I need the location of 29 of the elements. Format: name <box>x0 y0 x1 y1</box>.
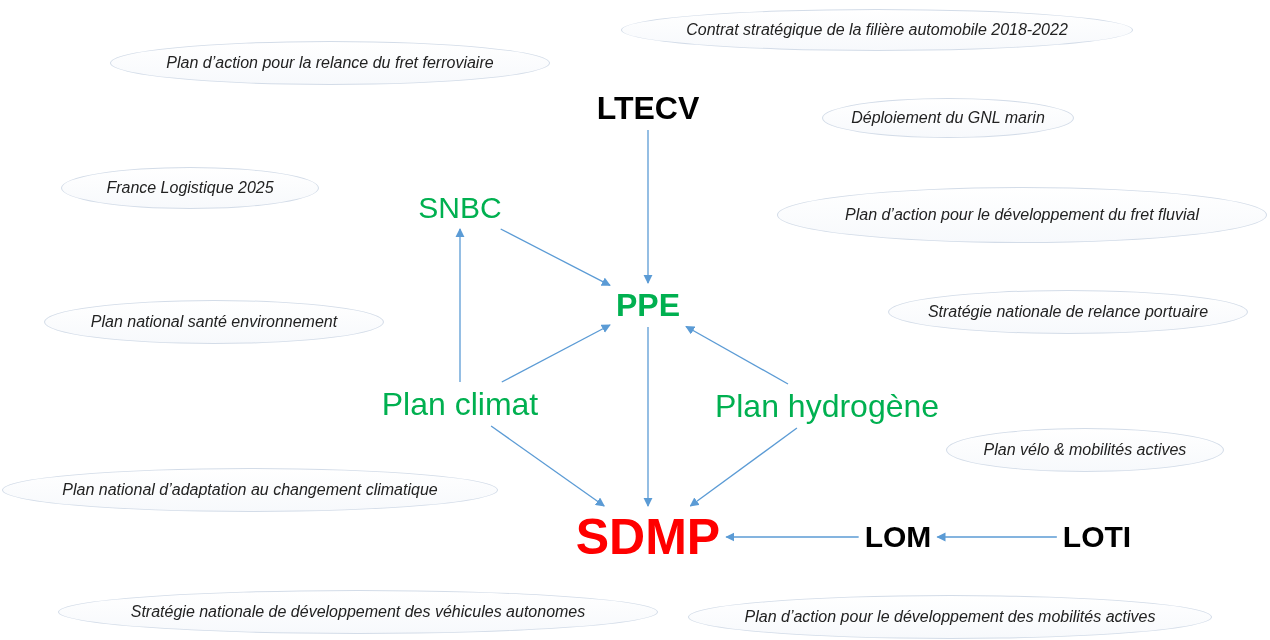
plan-label: Plan national santé environnement <box>90 313 338 331</box>
node-label: LTECV <box>596 92 700 124</box>
arrow <box>643 129 653 284</box>
arrow <box>685 325 789 385</box>
node-label: LOTI <box>1062 522 1132 552</box>
arrow <box>501 324 611 383</box>
node-label: Plan hydrogène <box>714 390 940 422</box>
node-label: Plan climat <box>381 388 539 420</box>
plan-label: Plan national d’adaptation au changement climatique <box>62 481 438 499</box>
arrow <box>643 326 653 507</box>
node-label: SNBC <box>418 193 502 223</box>
arrow <box>725 532 860 542</box>
node-label: LOM <box>864 522 932 552</box>
arrow <box>500 228 611 287</box>
plan-label: Stratégie nationale de relance portuaire <box>927 303 1209 321</box>
plan-label: Stratégie nationale de développement des véhicules autonomes <box>130 603 586 621</box>
plan-label: Plan d’action pour le développement du fret fluvial <box>845 206 1199 224</box>
plan-label: France Logistique 2025 <box>106 179 274 197</box>
plan-label: Plan d’action pour le développement des mobilités actives <box>744 608 1156 626</box>
arrow <box>490 425 605 507</box>
node-label: SDMP <box>575 512 721 562</box>
arrow <box>936 532 1058 542</box>
arrow <box>689 427 798 507</box>
node-label: PPE <box>616 289 680 321</box>
plan-label: Plan d’action pour la relance du fret ferroviaire <box>166 54 494 72</box>
plan-label: Déploiement du GNL marin <box>851 109 1045 127</box>
arrow <box>455 228 465 383</box>
plan-label: Contrat stratégique de la filière automobile 2018-2022 <box>686 21 1068 39</box>
plan-label: Plan vélo & mobilités actives <box>983 441 1187 459</box>
